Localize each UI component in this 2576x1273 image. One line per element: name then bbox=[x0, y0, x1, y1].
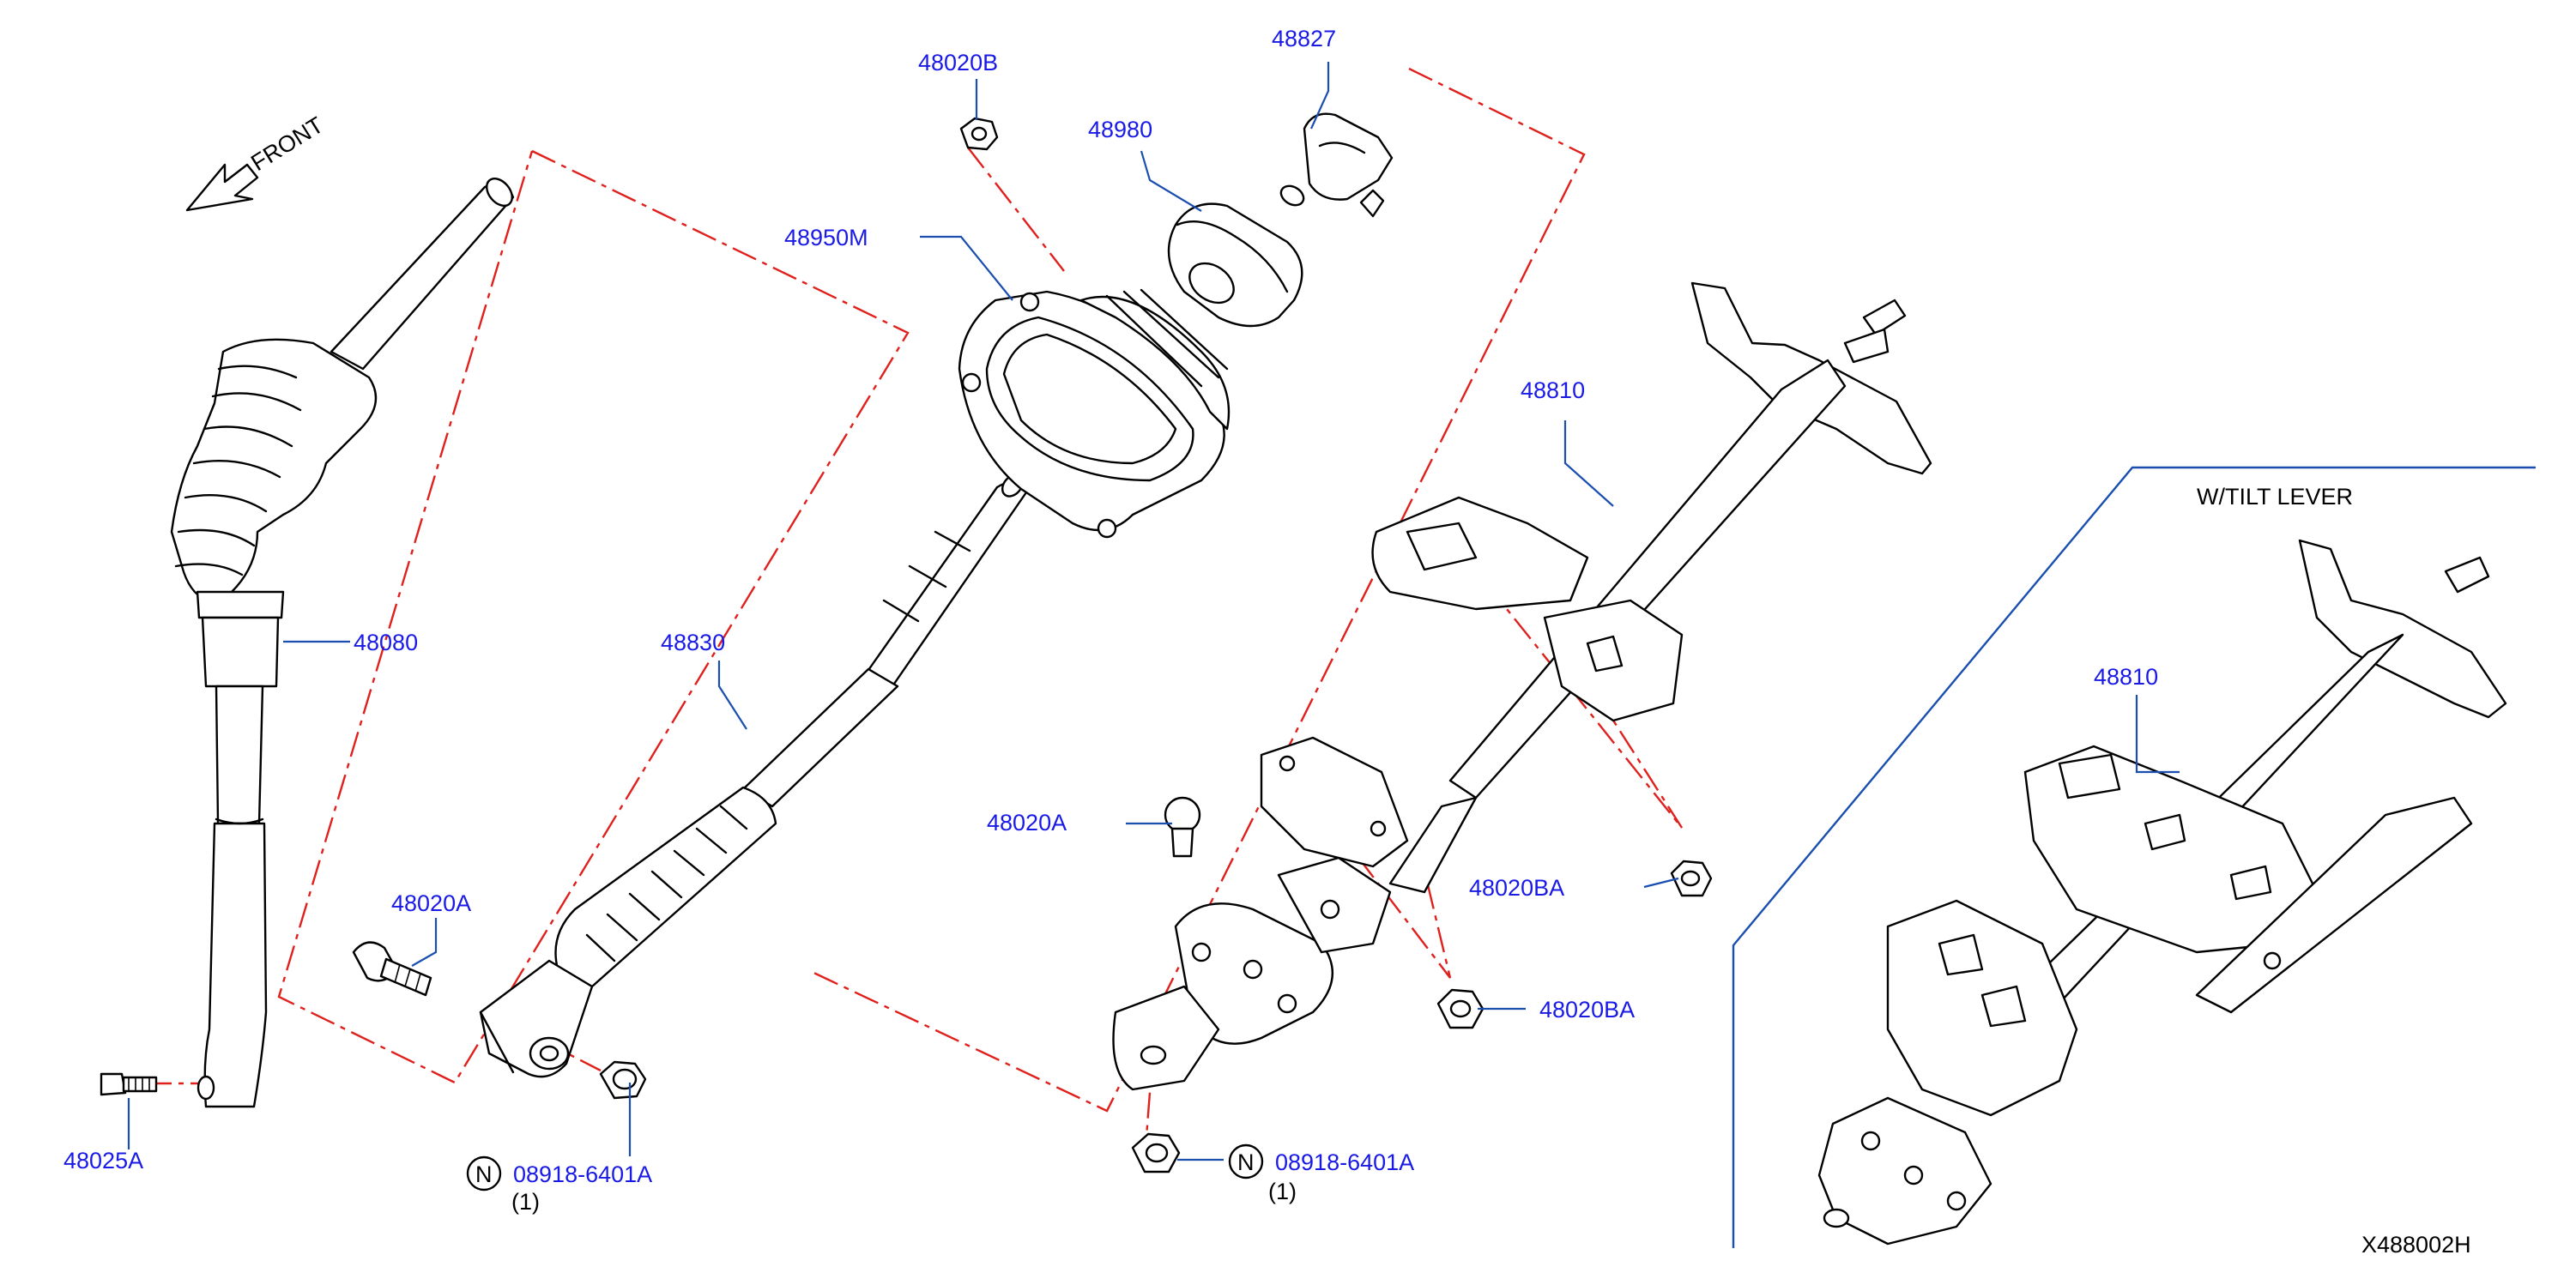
callout-48020a-center: 48020A bbox=[987, 810, 1067, 836]
hole-cover-48950m bbox=[958, 288, 1231, 539]
note-badge-circle bbox=[466, 1155, 502, 1192]
drawing-code: X488002H bbox=[2361, 1232, 2471, 1258]
intermediate-shaft-48830 bbox=[479, 474, 1028, 1078]
note-quantity: (1) bbox=[1268, 1179, 1297, 1204]
nut-48020b bbox=[959, 117, 999, 151]
front-label: FRONT bbox=[246, 112, 328, 176]
note-part-number: 08918-6401A bbox=[1275, 1149, 1414, 1175]
callout-48020a-left: 48020A bbox=[391, 890, 471, 916]
seal-48980 bbox=[1167, 202, 1303, 328]
assembly-boundary-center bbox=[809, 67, 1586, 1113]
nut-note-center: N 08918-6401A (1) bbox=[1228, 1143, 1414, 1204]
callout-48810: 48810 bbox=[1521, 377, 1585, 403]
callout-48827: 48827 bbox=[1272, 26, 1336, 51]
leader-dashed-upper-bolts bbox=[1458, 548, 1684, 829]
variant-label: W/TILT LEVER bbox=[2197, 484, 2353, 510]
nut-08918-left bbox=[599, 1060, 647, 1100]
bolt-48020a-center bbox=[1164, 796, 1201, 858]
bolt-48025a bbox=[100, 1072, 158, 1096]
assembly-boundary-left bbox=[277, 149, 910, 1084]
steering-column-48810 bbox=[1260, 281, 1932, 894]
callout-48830: 48830 bbox=[661, 630, 725, 655]
steering-column-48810-tilt bbox=[1817, 539, 2507, 1246]
note-quantity: (1) bbox=[511, 1189, 540, 1215]
clamp-48827 bbox=[1279, 112, 1394, 218]
callout-48950m: 48950M bbox=[784, 225, 868, 250]
nut-08918-center bbox=[1131, 1132, 1181, 1173]
callout-48020ba-upper: 48020BA bbox=[1469, 875, 1564, 901]
leader-dashed-48020b bbox=[967, 147, 1065, 272]
variant-separator bbox=[1732, 466, 2536, 1248]
note-badge-letter: N bbox=[475, 1161, 493, 1187]
nut-note-left: N 08918-6401A (1) bbox=[466, 1155, 652, 1215]
callout-48020ba-lower: 48020BA bbox=[1539, 997, 1635, 1023]
callout-leaders bbox=[127, 62, 2180, 1161]
note-part-number: 08918-6401A bbox=[513, 1161, 652, 1187]
front-arrow-icon bbox=[185, 163, 259, 212]
lower-shaft-48080 bbox=[170, 178, 515, 1108]
note-badge-letter: N bbox=[1237, 1149, 1255, 1175]
callout-48020b: 48020B bbox=[918, 50, 998, 75]
bolt-48020a-left bbox=[352, 941, 432, 997]
callout-48980: 48980 bbox=[1088, 117, 1152, 142]
nut-48020ba-lower bbox=[1436, 988, 1485, 1029]
note-badge-circle bbox=[1228, 1143, 1264, 1179]
callout-48810-tilt: 48810 bbox=[2094, 664, 2158, 690]
nut-48020ba-upper bbox=[1670, 860, 1713, 897]
universal-joint-center bbox=[1112, 856, 1392, 1091]
callout-48080: 48080 bbox=[354, 630, 418, 655]
callout-48025a: 48025A bbox=[63, 1148, 143, 1173]
